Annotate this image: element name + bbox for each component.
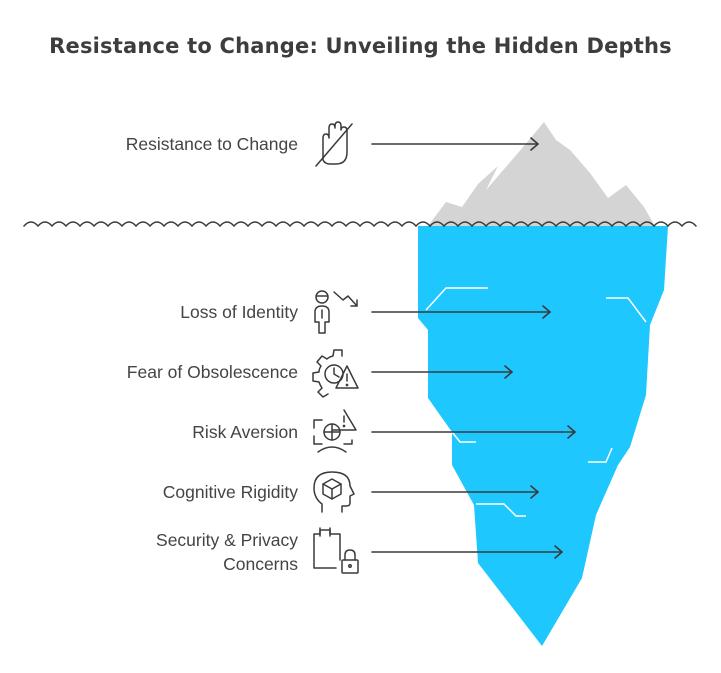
arrow-rigidity xyxy=(371,485,539,499)
gear-clock-warning-icon xyxy=(312,349,359,398)
head-cube-icon xyxy=(313,471,355,513)
label-loss-of-identity: Loss of Identity xyxy=(180,302,298,322)
iceberg-body-shape xyxy=(418,226,668,646)
iceberg-tip xyxy=(428,122,656,228)
document-lock-icon xyxy=(313,527,359,574)
risk-warning-chart-icon xyxy=(313,409,357,453)
label-risk-aversion: Risk Aversion xyxy=(192,422,298,442)
ice-highlights xyxy=(425,287,647,517)
ice-highlight xyxy=(476,503,526,517)
label-fear-of-obsolescence: Fear of Obsolescence xyxy=(126,362,298,382)
label-security-privacy: Security & Privacy xyxy=(156,530,298,550)
ice-highlight xyxy=(425,287,488,311)
waterline-wave xyxy=(23,221,697,228)
arrow-risk xyxy=(371,425,576,439)
arrow-resistance xyxy=(371,137,539,151)
label-resistance-to-change: Resistance to Change xyxy=(125,134,298,154)
iceberg-body xyxy=(418,226,668,646)
no-hand-icon xyxy=(315,121,353,167)
iceberg-tip-shape xyxy=(428,122,656,228)
ice-highlight xyxy=(588,447,613,463)
label-concerns: Concerns xyxy=(223,554,298,574)
diagram-title: Resistance to Change: Unveiling the Hidd… xyxy=(49,34,672,58)
person-decline-icon xyxy=(314,290,358,334)
arrow-security xyxy=(371,545,563,559)
arrow-identity xyxy=(371,305,551,319)
ice-highlight xyxy=(451,431,476,443)
label-cognitive-rigidity: Cognitive Rigidity xyxy=(162,482,298,502)
arrow-obsolescence xyxy=(371,365,513,379)
ice-highlight xyxy=(606,297,647,323)
